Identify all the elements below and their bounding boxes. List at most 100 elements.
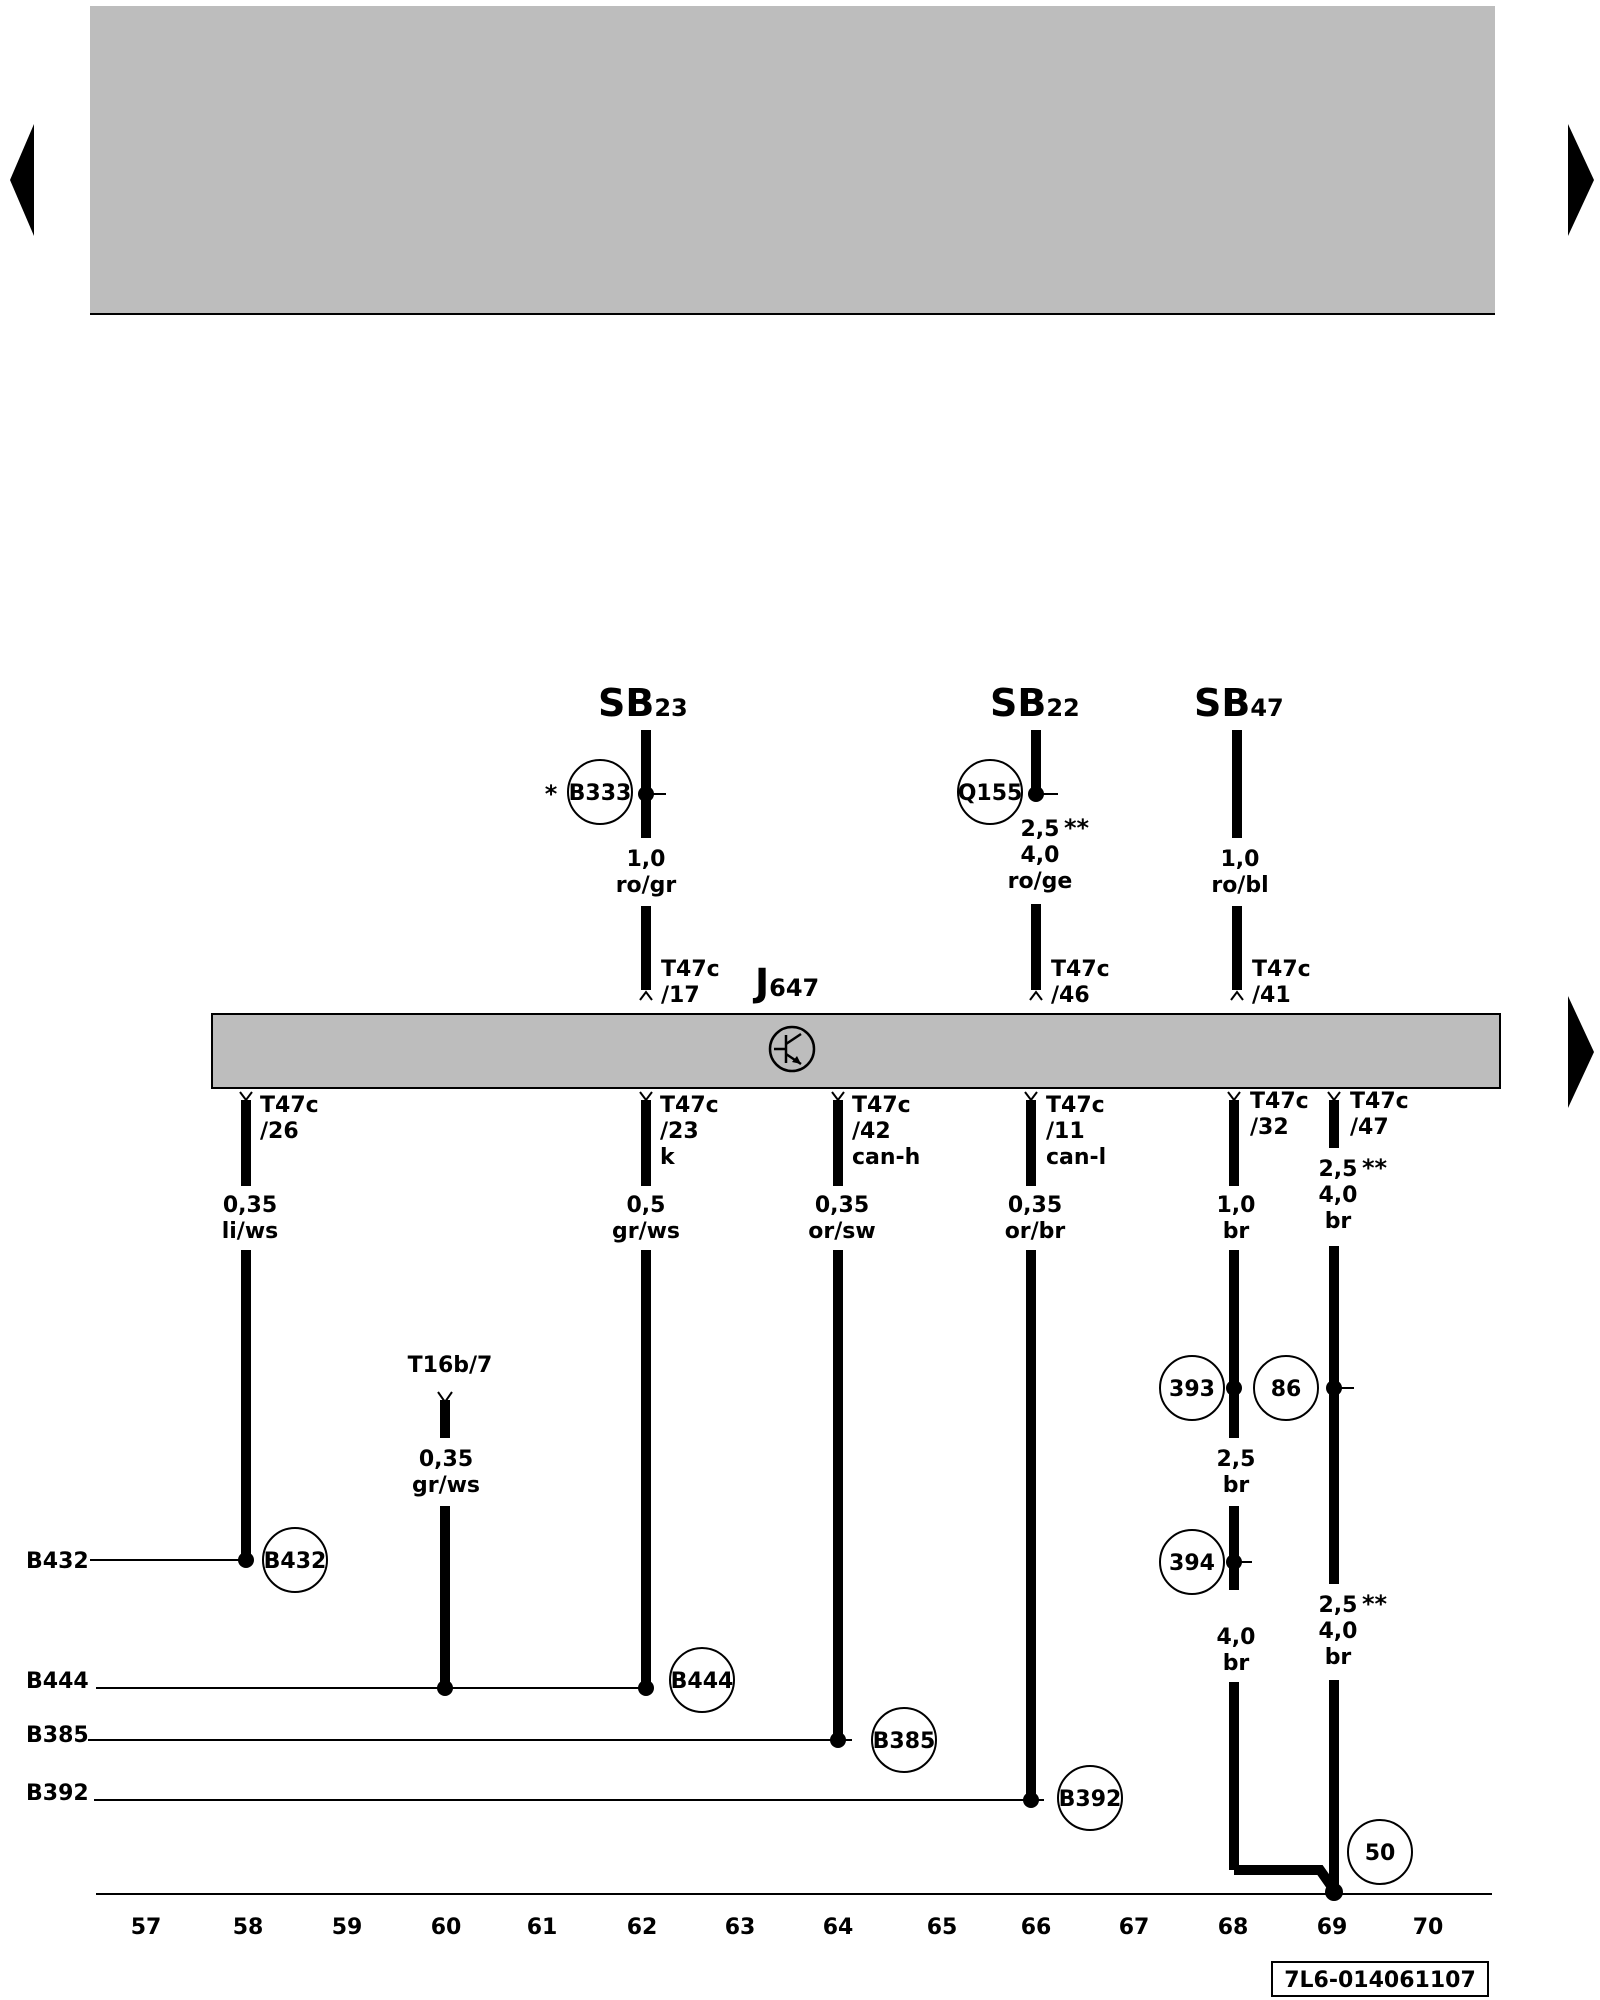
wire-color: gr/ws xyxy=(412,1473,480,1498)
connector-label: T47c xyxy=(1252,957,1311,982)
connector-signal: k xyxy=(660,1145,676,1170)
splice-b432-label: B432 xyxy=(264,1549,327,1574)
wire-size: 2,5 xyxy=(1217,1447,1256,1472)
connector-pin: /46 xyxy=(1051,983,1090,1008)
bus-label: B432 xyxy=(26,1549,89,1574)
wire-size: 1,0 xyxy=(1217,1193,1256,1218)
ground-50-label: 50 xyxy=(1365,1841,1396,1866)
triangle-right-icon[interactable] xyxy=(1568,124,1594,236)
note-stars: ** xyxy=(1064,814,1090,842)
splice-393-label: 393 xyxy=(1169,1377,1215,1402)
wire-size: 4,0 xyxy=(1217,1625,1256,1650)
fuse-sb47-label: SB47 xyxy=(1194,681,1284,725)
splice-394 xyxy=(1159,1529,1225,1595)
axis-tick-label: 68 xyxy=(1218,1915,1249,1940)
wire-size-alt: 4,0 xyxy=(1319,1183,1358,1208)
wire-size: 2,5 xyxy=(1319,1157,1358,1182)
splice-b333-label: B333 xyxy=(569,781,632,806)
bus-label: B444 xyxy=(26,1669,89,1694)
junction-dot xyxy=(638,1680,654,1696)
connector-arrows-top xyxy=(639,990,1244,1001)
junction-dot xyxy=(238,1552,254,1568)
connector-pin: /47 xyxy=(1350,1115,1389,1140)
header-panel xyxy=(90,6,1495,314)
top-wire-sb22 xyxy=(1028,730,1058,990)
axis-tick-label: 59 xyxy=(332,1915,363,1940)
connector-pin: /42 xyxy=(852,1119,891,1144)
connector-label: T47c xyxy=(1046,1093,1105,1118)
splice-393 xyxy=(1159,1355,1225,1421)
doc-id: 7L6-014061107 xyxy=(1284,1968,1476,1993)
connector-label: T47c xyxy=(661,957,720,982)
wire-color: or/br xyxy=(1005,1219,1066,1244)
note-stars: ** xyxy=(1362,1590,1388,1618)
connector-pin: /26 xyxy=(260,1119,299,1144)
junction-dot xyxy=(1023,1792,1039,1808)
connector-label: T47c xyxy=(260,1093,319,1118)
connector-pin: /41 xyxy=(1252,983,1291,1008)
wire-color: br xyxy=(1223,1473,1250,1498)
note-star: * xyxy=(545,780,558,808)
wire-size: 0,5 xyxy=(627,1193,666,1218)
wire-size: 1,0 xyxy=(627,847,666,872)
bus-label: B392 xyxy=(26,1781,89,1806)
control-unit-label: J647 xyxy=(752,961,819,1005)
wire-size: 2,5 xyxy=(1021,817,1060,842)
wire-color: ro/ge xyxy=(1008,869,1073,894)
splice-b392 xyxy=(1057,1765,1123,1831)
wire-color: ro/gr xyxy=(616,873,677,898)
triangle-left-icon[interactable] xyxy=(10,124,34,236)
splice-b385-label: B385 xyxy=(873,1729,936,1754)
wire-color: or/sw xyxy=(808,1219,875,1244)
connector-label: T47c xyxy=(1350,1089,1409,1114)
connector-pin: /11 xyxy=(1046,1119,1085,1144)
axis-tick-label: 62 xyxy=(627,1915,658,1940)
doc-id-box xyxy=(1271,1961,1489,1997)
axis-tick-label: 64 xyxy=(823,1915,854,1940)
wire-size: 2,5 xyxy=(1319,1593,1358,1618)
transistor-icon xyxy=(768,1025,816,1073)
wire-color: gr/ws xyxy=(612,1219,680,1244)
wire-color: br xyxy=(1325,1209,1352,1234)
connector-label: T47c xyxy=(1250,1089,1309,1114)
wire-color: ro/bl xyxy=(1211,873,1268,898)
splice-q155-label: Q155 xyxy=(958,781,1023,806)
axis-tick-label: 60 xyxy=(431,1915,462,1940)
axis-tick-label: 66 xyxy=(1021,1915,1052,1940)
wire-size: 0,35 xyxy=(815,1193,869,1218)
splice-b444-label: B444 xyxy=(671,1669,734,1694)
junction-dot xyxy=(1226,1380,1242,1396)
splice-b444 xyxy=(669,1647,735,1713)
connector-t16b: T16b/7 xyxy=(408,1353,493,1378)
ground-dot xyxy=(1325,1883,1343,1901)
fuse-sb23-label: SB23 xyxy=(598,681,688,725)
connector-arrows-bottom xyxy=(239,1091,1341,1404)
triangle-right-icon[interactable] xyxy=(1568,996,1594,1108)
splice-b432 xyxy=(262,1527,328,1593)
connector-signal: can-l xyxy=(1046,1145,1106,1170)
axis-tick-label: 70 xyxy=(1413,1915,1444,1940)
splice-86-label: 86 xyxy=(1271,1377,1302,1402)
junction-dot xyxy=(830,1732,846,1748)
splice-394-label: 394 xyxy=(1169,1551,1215,1576)
ground-50 xyxy=(1347,1819,1413,1885)
axis-tick-label: 69 xyxy=(1317,1915,1348,1940)
splice-86 xyxy=(1253,1355,1319,1421)
wire-size-alt: 4,0 xyxy=(1319,1619,1358,1644)
connector-pin: /32 xyxy=(1250,1115,1289,1140)
splice-b385 xyxy=(871,1707,937,1773)
axis-tick-label: 65 xyxy=(927,1915,958,1940)
wire-color: br xyxy=(1223,1219,1250,1244)
top-wire-sb23 xyxy=(638,730,666,990)
wire-size: 0,35 xyxy=(1008,1193,1062,1218)
wire-size: 0,35 xyxy=(223,1193,277,1218)
control-unit-j647 xyxy=(211,1013,1501,1089)
wire-color: br xyxy=(1325,1645,1352,1670)
connector-label: T47c xyxy=(1051,957,1110,982)
connector-label: T47c xyxy=(852,1093,911,1118)
splice-b392-label: B392 xyxy=(1059,1787,1122,1812)
axis-tick-label: 57 xyxy=(131,1915,162,1940)
axis-tick-label: 63 xyxy=(725,1915,756,1940)
bottom-wires xyxy=(241,1100,1339,1893)
connector-pin: /23 xyxy=(660,1119,699,1144)
